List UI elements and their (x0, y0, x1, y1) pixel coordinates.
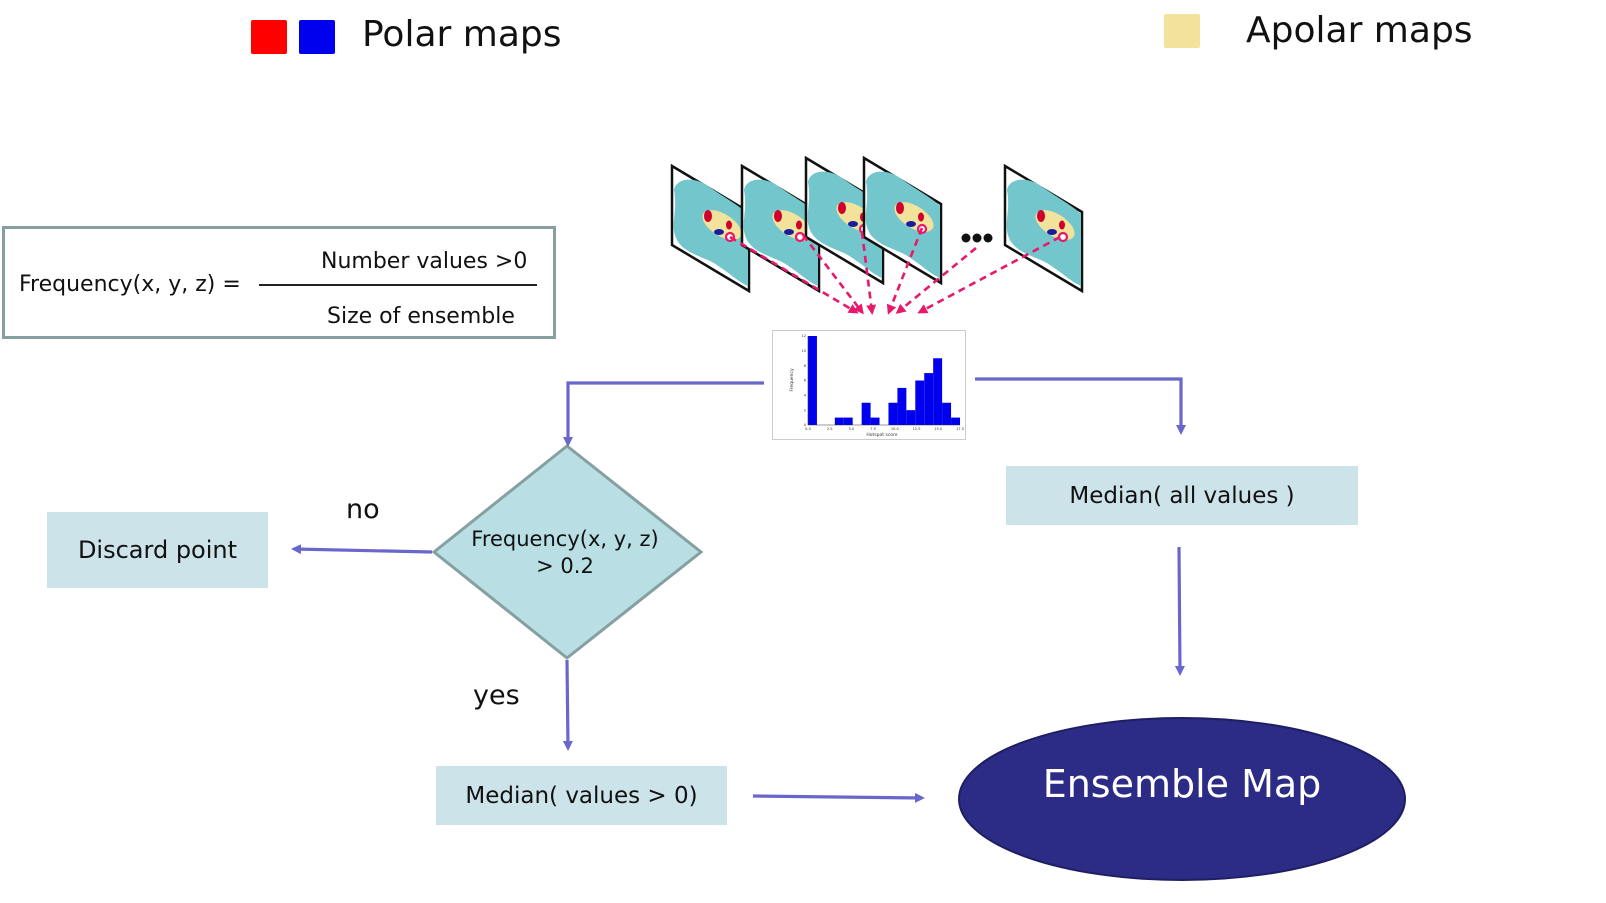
histogram-ytick: 0 (804, 423, 807, 427)
ellipsis-dots (961, 233, 993, 243)
histogram-xtick: 0.0 (805, 427, 811, 431)
histogram-ytick: 8 (804, 364, 807, 368)
histogram-ylabel: Frequency (789, 368, 795, 392)
formula-numerator: Number values >0 (321, 249, 528, 274)
histogram-ytick: 6 (804, 379, 807, 383)
histogram-bar (843, 417, 853, 425)
sampling-arrows (729, 227, 1061, 315)
density-map-1 (670, 163, 751, 294)
histogram-bar (951, 417, 960, 425)
formula-lhs: Frequency(x, y, z) = (19, 272, 241, 297)
density-map-2 (740, 163, 821, 294)
histogram-bar (888, 402, 898, 425)
histogram-xtick: 12.5 (913, 427, 921, 431)
polar-maps-label: Polar maps (362, 14, 562, 55)
histogram-bar (808, 336, 817, 425)
fraction-bar (259, 284, 537, 286)
apolar-maps-label: Apolar maps (1246, 10, 1473, 51)
histogram-ytick: 4 (804, 394, 807, 398)
histogram-ytick: 2 (804, 408, 806, 412)
polar-blue-swatch (299, 20, 335, 54)
histogram-xlabel: Hotspot score (866, 432, 897, 438)
polar-red-swatch (251, 20, 287, 54)
histogram-ytick: 10 (801, 349, 806, 353)
histogram-xtick: 17.5 (956, 427, 964, 431)
apolar-swatch (1164, 14, 1200, 48)
histogram-xtick: 10.0 (891, 427, 900, 431)
histogram-xtick: 2.5 (827, 427, 833, 431)
histogram-xtick: 7.5 (870, 427, 876, 431)
frequency-decision-diamond (431, 444, 704, 660)
histogram-bar (897, 387, 907, 425)
frequency-formula-box: Frequency(x, y, z) = Number values >0 Si… (2, 226, 556, 339)
condition-line-2: > 0.2 (536, 554, 594, 578)
histogram-bar (870, 417, 880, 425)
ensemble-map-label: Ensemble Map (1042, 762, 1322, 806)
histogram-bar (861, 402, 871, 425)
histogram-bar (834, 417, 844, 425)
median-positive-box: Median( values > 0) (436, 766, 727, 825)
median-all-box: Median( all values ) (1006, 466, 1358, 525)
formula-denominator: Size of ensemble (327, 304, 515, 329)
histogram-bar (933, 358, 943, 425)
histogram-bar (942, 402, 952, 425)
histogram-ytick: 12 (801, 334, 806, 338)
discard-point-box: Discard point (47, 512, 268, 588)
yes-label: yes (473, 680, 520, 711)
hotspot-histogram: 0.0 2.5 5.0 7.5 10.0 12.5 15.0 17.5 0 2 4 6 8 10 12 H… (772, 330, 966, 440)
histogram-xtick: 5.0 (849, 427, 855, 431)
histogram-bar (906, 410, 916, 425)
map-stack (670, 155, 1084, 294)
histogram-xtick: 15.0 (934, 427, 943, 431)
no-label: no (346, 494, 380, 525)
density-map-5 (1003, 163, 1084, 294)
flow-arrows (291, 377, 1186, 803)
condition-line-1: Frequency(x, y, z) (471, 527, 659, 551)
histogram-bar (915, 380, 925, 425)
density-map-4 (862, 155, 943, 286)
ensemble-map-node (958, 717, 1406, 881)
decision-condition: Frequency(x, y, z) > 0.2 (450, 526, 680, 580)
histogram-bar (924, 373, 934, 425)
